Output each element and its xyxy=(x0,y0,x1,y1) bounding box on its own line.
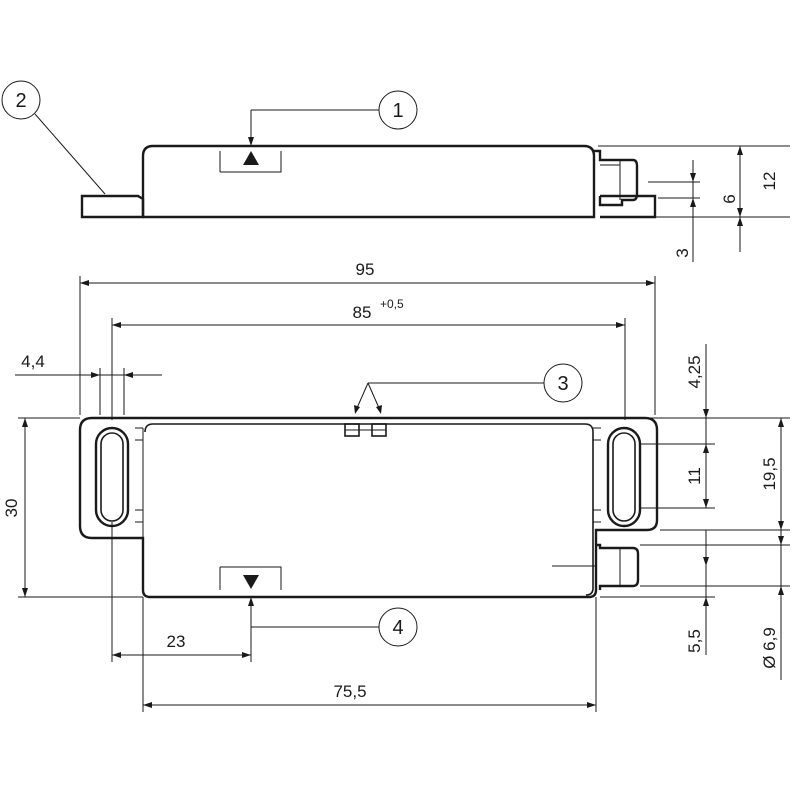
side-flange-right xyxy=(600,194,657,219)
top-connector xyxy=(596,543,640,590)
dim-5-5-arrow-icon xyxy=(703,557,709,566)
dim-5-5-arrow-b-icon xyxy=(703,597,709,606)
callout-2-circle xyxy=(1,80,41,120)
dim-6-arrow-icon xyxy=(690,173,696,182)
dim-30-arrow-top-icon xyxy=(22,418,28,427)
dim-right-group: 4,25 11 19,5 5,5 Ø 6,9 xyxy=(600,344,790,680)
callout-4-arrow-icon xyxy=(248,597,254,606)
callout-3-arrow-b-icon xyxy=(376,405,382,414)
callout-4: 4 xyxy=(248,597,418,647)
dim-85-arrow-left-icon xyxy=(112,322,121,328)
dim-85-tolerance: +0,5 xyxy=(380,297,404,311)
dim-6-label: 6 xyxy=(720,194,739,203)
dim-4-4-arrow-right-icon xyxy=(124,372,133,378)
callout-3-circle xyxy=(543,363,583,403)
dim-6-9-arrow-b-icon xyxy=(778,586,784,595)
dim-19-5-arrow-top-icon xyxy=(778,418,784,427)
slot-right-outer xyxy=(606,426,642,528)
side-marker-bracket xyxy=(219,151,282,173)
dim-4-4: 4,4 xyxy=(15,352,162,415)
dim-6-9-arrow-icon xyxy=(778,536,784,545)
dim-23-arrow-left-icon xyxy=(112,652,121,658)
callout-3-arrow-a-icon xyxy=(354,405,360,414)
dim-23-arrow-right-icon xyxy=(242,652,251,658)
dim-75-5-arrow-left-icon xyxy=(143,702,152,708)
callout-2-leader xyxy=(34,113,106,195)
dim-85: 85 +0,5 xyxy=(111,297,626,420)
side-height-dimensions: 12 6 3 xyxy=(598,145,790,262)
side-connector xyxy=(594,149,639,207)
dim-23-label: 23 xyxy=(167,632,186,651)
dim-12-arrow-bottom-icon xyxy=(737,208,743,217)
dim-6-arrow-b-icon xyxy=(690,198,696,207)
callout-1: 1 xyxy=(248,90,418,146)
dim-4-25-arrow-icon xyxy=(703,409,709,418)
dim-5-5-label: 5,5 xyxy=(685,629,704,653)
top-flange-outline xyxy=(78,416,659,599)
dim-4-4-label: 4,4 xyxy=(21,352,45,371)
top-view xyxy=(78,416,659,599)
side-triangle-up-icon xyxy=(243,151,259,165)
callout-3-label: 3 xyxy=(557,373,568,395)
dim-19-5-arrow-bottom-icon xyxy=(778,521,784,530)
callout-1-arrow-icon xyxy=(248,137,254,146)
top-marker-bracket xyxy=(219,566,282,590)
dim-95-arrow-left-icon xyxy=(80,280,89,286)
dim-85-arrow-right-icon xyxy=(616,322,625,328)
dim-30: 30 xyxy=(2,417,143,598)
side-housing xyxy=(141,144,596,219)
callout-2: 2 xyxy=(1,80,106,195)
callout-1-label: 1 xyxy=(392,100,403,122)
dim-75-5-arrow-right-icon xyxy=(587,702,596,708)
callout-3-leader-b xyxy=(367,382,380,409)
top-housing-outline xyxy=(144,423,594,596)
dim-75-5: 75,5 xyxy=(142,597,597,712)
side-view xyxy=(80,144,657,219)
callout-3-leader-a xyxy=(356,382,369,409)
dim-95-arrow-right-icon xyxy=(646,280,655,286)
dim-95: 95 xyxy=(79,260,656,415)
callout-4-label: 4 xyxy=(392,617,403,639)
top-triangle-down-icon xyxy=(243,575,259,589)
dim-23: 23 xyxy=(111,522,252,662)
dim-3-label: 3 xyxy=(673,248,692,257)
dim-30-label: 30 xyxy=(2,499,21,518)
dim-6-9-label: Ø 6,9 xyxy=(760,627,779,669)
dim-19-5-label: 19,5 xyxy=(760,457,779,490)
slot-left-inner xyxy=(100,432,124,522)
callout-3: 3 xyxy=(354,363,583,414)
dim-30-arrow-bottom-icon xyxy=(22,588,28,597)
dim-4-4-arrow-left-icon xyxy=(91,372,100,378)
dim-95-label: 95 xyxy=(356,260,375,279)
dim-75-5-label: 75,5 xyxy=(333,682,366,701)
dim-11-label: 11 xyxy=(685,467,704,485)
dim-12-arrow-top-icon xyxy=(737,146,743,155)
dim-11-arrow-icon xyxy=(703,499,709,508)
dim-3-arrow-icon xyxy=(737,217,743,226)
callout-2-label: 2 xyxy=(15,90,26,112)
callout-4-circle xyxy=(378,607,418,647)
dim-12-label: 12 xyxy=(760,172,779,191)
side-flange-left xyxy=(80,194,145,219)
dim-4-25-label: 4,25 xyxy=(685,355,704,388)
callout-1-circle xyxy=(378,90,418,130)
dim-85-label: 85 xyxy=(353,303,372,322)
slot-right-inner xyxy=(612,432,636,522)
